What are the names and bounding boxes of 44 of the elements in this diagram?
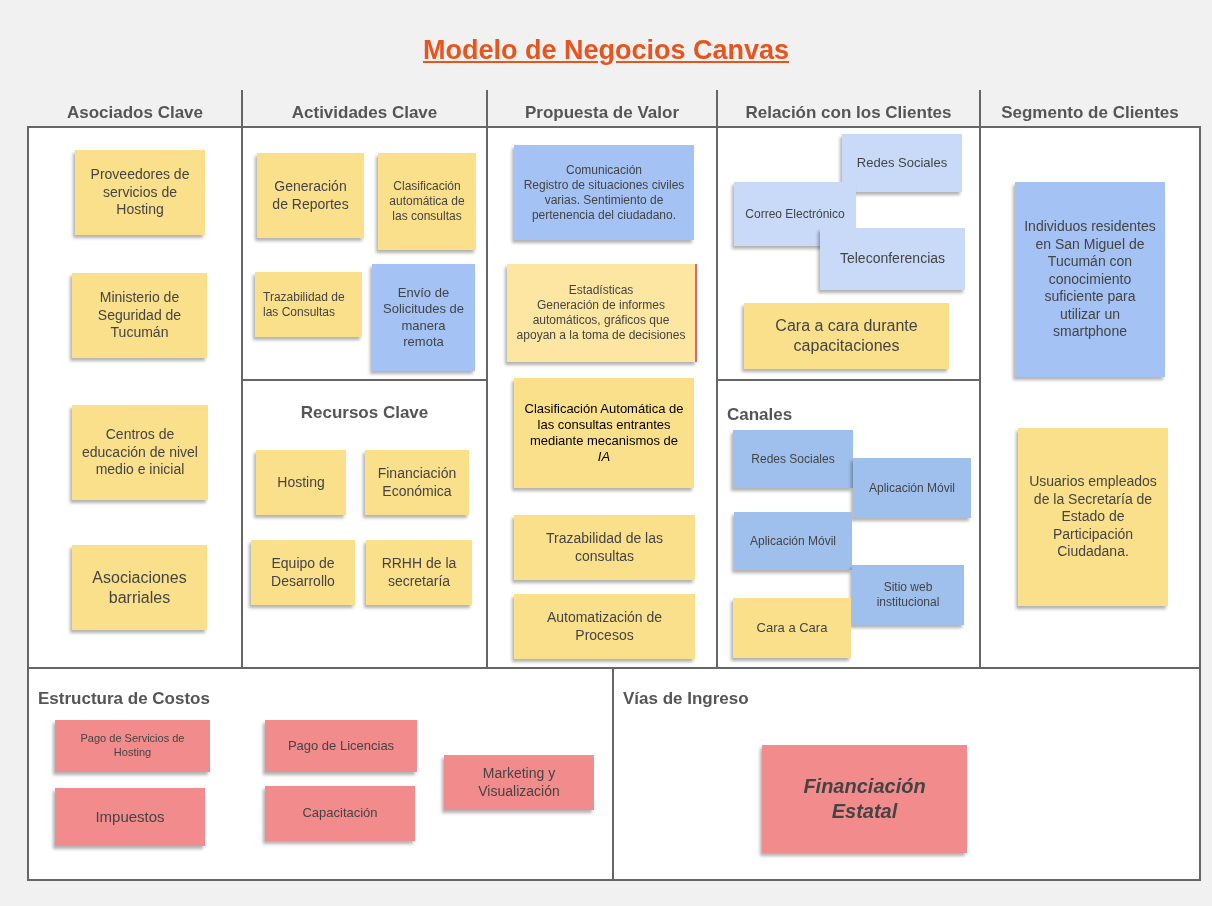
sticky-note: Redes Sociales (733, 430, 853, 488)
sticky-note: Clasificación automática de las consultas (378, 153, 476, 250)
sticky-note: Comunicación Registro de situaciones civiles varias. Sentimiento de pertenencia del ciudadano. (514, 145, 694, 240)
sticky-note: Hosting (256, 450, 346, 515)
sticky-note: Pago de Servicios de Hosting (55, 720, 210, 772)
section-heading: Actividades Clave (290, 102, 439, 124)
sticky-note: Centros de educación de nivel medio e inicial (72, 405, 208, 500)
sticky-note: Financiación Económica (365, 450, 469, 515)
sticky-note: Asociaciones barriales (72, 545, 207, 630)
sticky-note: Impuestos (55, 788, 205, 846)
section-heading: Estructura de Costos (38, 688, 210, 710)
sticky-note: Estadísticas Generación de informes automáticos, gráficos que apoyan a la toma de decisiones (507, 264, 697, 362)
section-heading: Segmento de Clientes (1000, 102, 1180, 124)
sticky-note: Trazabilidad de las Consultas (255, 272, 362, 337)
section-heading: Vías de Ingreso (623, 688, 749, 710)
sticky-note: Trazabilidad de las consultas (514, 515, 695, 580)
sticky-note: Correo Electrónico (734, 182, 856, 246)
sticky-note: Usuarios empleados de la Secretaría de Estado de Participación Ciudadana. (1018, 428, 1168, 606)
sticky-note: Ministerio de Seguridad de Tucumán (72, 273, 207, 358)
sticky-note: Proveedores de servicios de Hosting (75, 150, 205, 235)
sticky-note: RRHH de la secretaría (366, 540, 472, 605)
sticky-note: Automatización de Procesos (514, 594, 695, 659)
sticky-note: Envío de Solicitudes de manera remota (372, 264, 475, 371)
sticky-note: Cara a cara durante capacitaciones (744, 303, 949, 369)
sticky-note: Generación de Reportes (257, 153, 364, 238)
section-heading: Asociados Clave (65, 102, 205, 124)
sticky-note: Aplicación Móvil (853, 458, 971, 518)
sticky-note: Capacitación (265, 786, 415, 841)
section-heading: Relación con los Clientes (744, 102, 953, 124)
sticky-note: Marketing y Visualización (444, 755, 594, 810)
sticky-note: Cara a Cara (733, 598, 851, 658)
title: Modelo de Negocios Canvas (421, 34, 791, 67)
sticky-note: Equipo de Desarrollo (251, 540, 355, 605)
section-heading: Propuesta de Valor (524, 102, 680, 124)
sticky-note: Teleconferencias (820, 228, 965, 290)
sticky-note: Financiación Estatal (762, 745, 967, 853)
section-heading: Recursos Clave (299, 402, 430, 424)
sticky-note: Clasificación Automática de las consultas entrantes mediante mecanismos de IA (514, 378, 694, 488)
section-heading: Canales (727, 404, 793, 426)
sticky-note: Individuos residentes en San Miguel de Tucumán con conocimiento suficiente para utilizar un smartphone (1015, 182, 1165, 377)
sticky-note: Aplicación Móvil (734, 512, 852, 570)
sticky-note: Sitio web institucional (852, 565, 964, 625)
sticky-note: Pago de Licencias (265, 720, 417, 772)
sticky-note: Redes Sociales (842, 134, 962, 192)
